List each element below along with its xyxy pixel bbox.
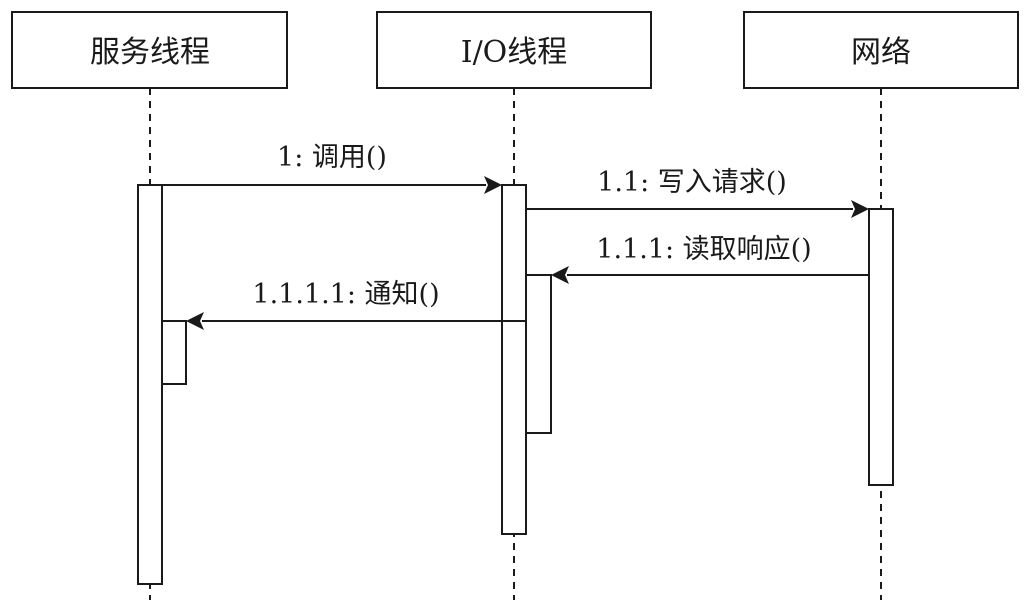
- activation-service-main: [137, 184, 163, 585]
- participant-label: I/O线程: [461, 35, 568, 70]
- message-label: 1.1.1: 读取响应(): [596, 234, 811, 265]
- message-label: 1.1.1.1: 通知(): [252, 279, 439, 310]
- message-write-request: 1.1: 写入请求(): [526, 167, 869, 218]
- message-call: 1: 调用(): [162, 142, 502, 194]
- participant-box: [376, 11, 652, 89]
- participant-network: 网络: [743, 11, 1019, 89]
- arrowhead-icon: [484, 176, 502, 194]
- message-read-response: 1.1.1: 读取响应(): [551, 234, 869, 284]
- activation-io-nested: [525, 274, 552, 434]
- participant-label: 服务线程: [90, 35, 210, 70]
- participant-box: [743, 11, 1019, 89]
- activation-network: [868, 208, 894, 486]
- participant-label: 网络: [851, 35, 911, 70]
- arrowhead-icon: [551, 266, 569, 284]
- message-notify: 1.1.1.1: 通知(): [186, 279, 526, 330]
- activation-io-main: [501, 184, 527, 535]
- message-label: 1: 调用(): [277, 142, 387, 173]
- message-label: 1.1: 写入请求(): [597, 167, 787, 198]
- activation-service-nested: [161, 320, 187, 385]
- arrowhead-icon: [851, 200, 869, 218]
- participant-io-thread: I/O线程: [376, 11, 652, 89]
- participant-box: [11, 11, 288, 89]
- arrowhead-icon: [186, 312, 204, 330]
- participant-service-thread: 服务线程: [11, 11, 288, 89]
